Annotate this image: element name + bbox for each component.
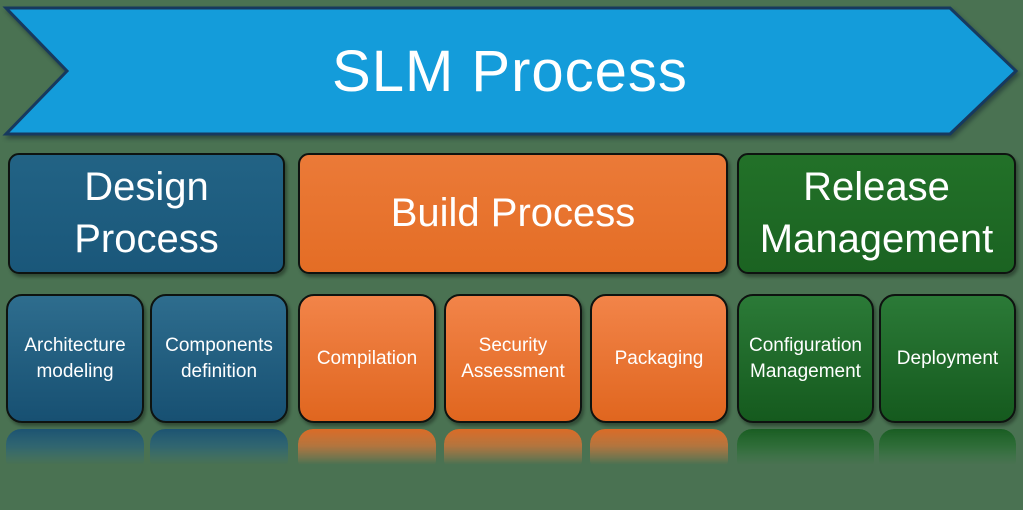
sub-process-compilation: Compilation (298, 294, 436, 423)
main-process-build: Build Process (298, 153, 728, 274)
sub-process-security-assessment-label: Security Assessment (461, 334, 565, 382)
reflection-components-definition (150, 429, 288, 467)
reflection-packaging (590, 429, 728, 467)
sub-process-architecture-modeling-label: Architecture modeling (24, 334, 126, 382)
sub-process-packaging: Packaging (590, 294, 728, 423)
sub-process-components-definition: Components definition (150, 294, 288, 423)
banner-arrow-shape (2, 6, 1019, 136)
sub-process-configuration-management: Configuration Management (737, 294, 874, 423)
main-process-release-label: Release Management (759, 165, 994, 261)
main-process-build-label: Build Process (390, 190, 636, 235)
reflection-architecture-modeling (6, 429, 144, 467)
sub-process-deployment-label: Deployment (896, 347, 999, 369)
main-process-design: Design Process (8, 153, 285, 274)
main-process-design-label: Design Process (74, 165, 219, 261)
reflection-configuration-management (737, 429, 874, 467)
sub-process-compilation-label: Compilation (316, 347, 418, 369)
reflection-compilation (298, 429, 436, 467)
reflection-deployment (879, 429, 1016, 467)
sub-process-security-assessment: Security Assessment (444, 294, 582, 423)
sub-process-deployment: Deployment (879, 294, 1016, 423)
sub-process-configuration-management-label: Configuration Management (748, 334, 863, 382)
sub-process-architecture-modeling: Architecture modeling (6, 294, 144, 423)
sub-process-packaging-label: Packaging (614, 347, 704, 369)
sub-process-components-definition-label: Components definition (165, 334, 273, 382)
reflection-security-assessment (444, 429, 582, 467)
main-process-release: Release Management (737, 153, 1016, 274)
